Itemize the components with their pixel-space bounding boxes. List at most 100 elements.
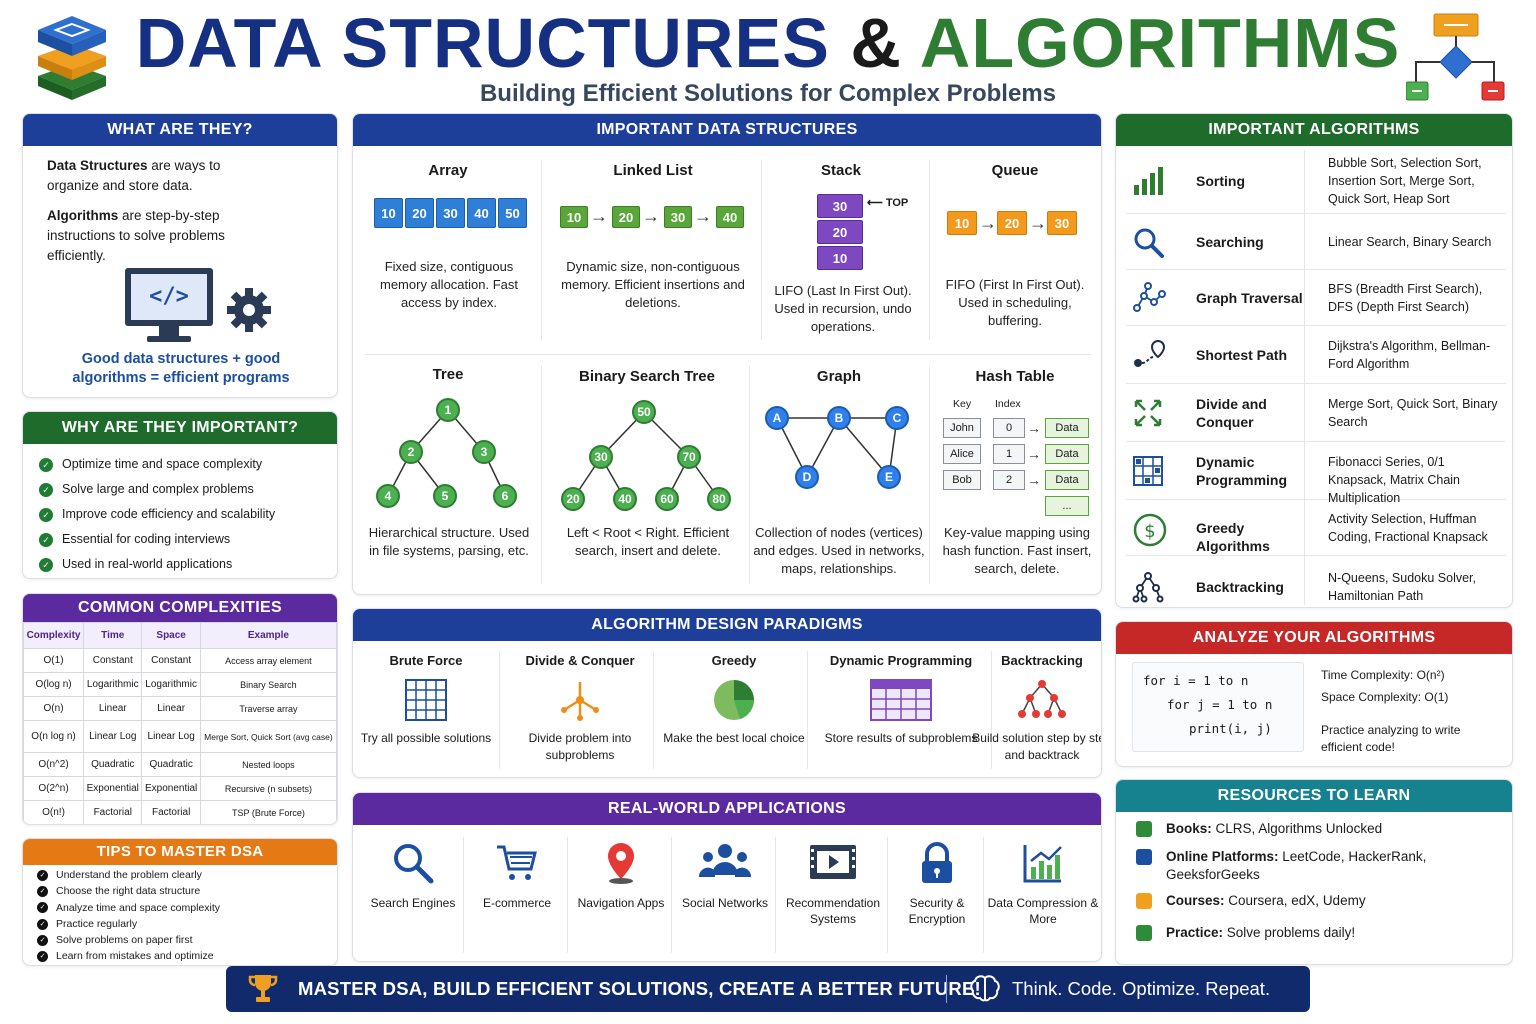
brain-icon	[970, 975, 1000, 1008]
linked-list-title: Linked List	[613, 162, 693, 179]
graph-node: A	[765, 406, 789, 430]
algorithm-route-pin-icon	[1132, 339, 1166, 376]
check-icon: ✓	[37, 902, 48, 914]
app-users-icon	[673, 841, 777, 889]
application-label: Data Compression & More	[987, 896, 1099, 926]
check-icon: ✓	[39, 482, 53, 497]
applications-title: REAL-WORLD APPLICATIONS	[353, 793, 1101, 825]
why-item: ✓ Solve large and complex problems	[39, 477, 275, 502]
resources-panel: RESOURCES TO LEARN Books: CLRS, Algorith…	[1115, 779, 1513, 965]
separator	[887, 837, 888, 953]
tree-node: 2	[399, 440, 423, 464]
application-item: E-commerce	[465, 841, 569, 911]
banner-tagline: Think. Code. Optimize. Repeat.	[1012, 978, 1271, 999]
layers-logo-icon	[36, 12, 108, 105]
flowchart-icon	[1405, 12, 1506, 109]
separator	[463, 837, 464, 953]
queue-element: 10	[947, 211, 977, 235]
hash-key-label: Key	[953, 398, 972, 410]
bst-node: 80	[707, 487, 731, 511]
resource-item: Books: CLRS, Algorithms Unlocked	[1136, 820, 1496, 838]
linked-list-node: 10	[560, 206, 588, 228]
complexities-title: COMMON COMPLEXITIES	[23, 594, 337, 622]
check-icon: ✓	[39, 532, 53, 547]
table-cell: Constant	[141, 648, 201, 673]
algorithm-desc: Activity Selection, Huffman Coding, Frac…	[1328, 512, 1488, 544]
application-item: Navigation Apps	[569, 841, 673, 911]
paradigm-title: Greedy	[711, 653, 757, 668]
application-item: Security & Encryption	[889, 841, 985, 927]
why-item-text: Solve large and complex problems	[62, 482, 254, 496]
tree-node: 6	[493, 484, 517, 508]
arrow-right-icon: →	[1027, 472, 1041, 488]
application-label: Social Networks	[681, 896, 769, 910]
code-line-3: print(i, j)	[1189, 721, 1272, 736]
bst-node: 30	[589, 445, 613, 469]
resource-label: Practice:	[1166, 925, 1224, 940]
arrow-right-icon: →	[1027, 420, 1041, 436]
paradigm-pie-chart-icon	[661, 678, 807, 722]
application-label: E-commerce	[482, 896, 551, 910]
page-title: DATA STRUCTURES & ALGORITHMS	[135, 4, 1401, 82]
cube-icon	[1136, 893, 1152, 909]
application-label: Navigation Apps	[577, 896, 665, 910]
application-item: Social Networks	[673, 841, 777, 911]
resource-label: Online Platforms:	[1166, 849, 1279, 864]
paradigms-title: ALGORITHM DESIGN PARADIGMS	[353, 609, 1101, 641]
algorithm-desc: N-Queens, Sudoku Solver, Hamiltonian Pat…	[1328, 571, 1476, 603]
why-title: WHY ARE THEY IMPORTANT?	[23, 412, 337, 444]
algorithm-search-icon	[1132, 226, 1164, 263]
bst-node: 70	[677, 445, 701, 469]
resources-title: RESOURCES TO LEARN	[1116, 780, 1512, 812]
cube-icon	[1136, 849, 1152, 865]
tree-title: Tree	[432, 366, 464, 383]
algorithm-grid-icon	[1132, 455, 1164, 492]
hash-desc: Key-value mapping using hash function. F…	[942, 525, 1092, 576]
application-item: Recommendation Systems	[777, 841, 889, 927]
code-line-2: for j = 1 to n	[1167, 697, 1273, 712]
svg-text:$: $	[1144, 521, 1155, 542]
hash-index-label: Index	[995, 398, 1021, 410]
table-cell: O(n^2)	[23, 752, 85, 777]
what-footer: Good data structures + good algorithms =…	[72, 351, 290, 386]
app-lock-icon	[889, 841, 985, 889]
algorithm-desc: Fibonacci Series, 0/1 Knapsack, Matrix C…	[1328, 455, 1461, 505]
what-title: WHAT ARE THEY?	[23, 114, 337, 146]
analyze-title: ANALYZE YOUR ALGORITHMS	[1116, 622, 1512, 654]
complexity-header: Complexity	[23, 622, 85, 649]
code-block: for i = 1 to n for j = 1 to n print(i, j…	[1132, 662, 1304, 752]
table-cell: O(n!)	[23, 800, 85, 824]
graph-node: C	[885, 406, 909, 430]
array-desc: Fixed size, contiguous memory allocation…	[380, 259, 518, 310]
resource-text: Practice: Solve problems daily!	[1166, 924, 1355, 942]
application-label: Search Engines	[370, 896, 456, 910]
table-cell: Nested loops	[199, 752, 337, 777]
paradigm-title: Brute Force	[389, 653, 463, 668]
bst-node: 50	[632, 400, 656, 424]
check-icon: ✓	[37, 886, 48, 898]
why-item-text: Essential for coding interviews	[62, 532, 231, 546]
resource-text: Books: CLRS, Algorithms Unlocked	[1166, 820, 1382, 838]
space-complexity: Space Complexity: O(1)	[1321, 690, 1449, 704]
hash-key-cell: Bob	[943, 470, 981, 490]
graph-node: E	[877, 465, 901, 489]
table-cell: O(1)	[23, 648, 85, 673]
resource-item: Practice: Solve problems daily!	[1136, 924, 1496, 942]
separator	[499, 651, 500, 769]
algorithm-name: Dynamic Programming	[1196, 454, 1288, 488]
graph-desc: Collection of nodes (vertices) and edges…	[753, 525, 925, 576]
